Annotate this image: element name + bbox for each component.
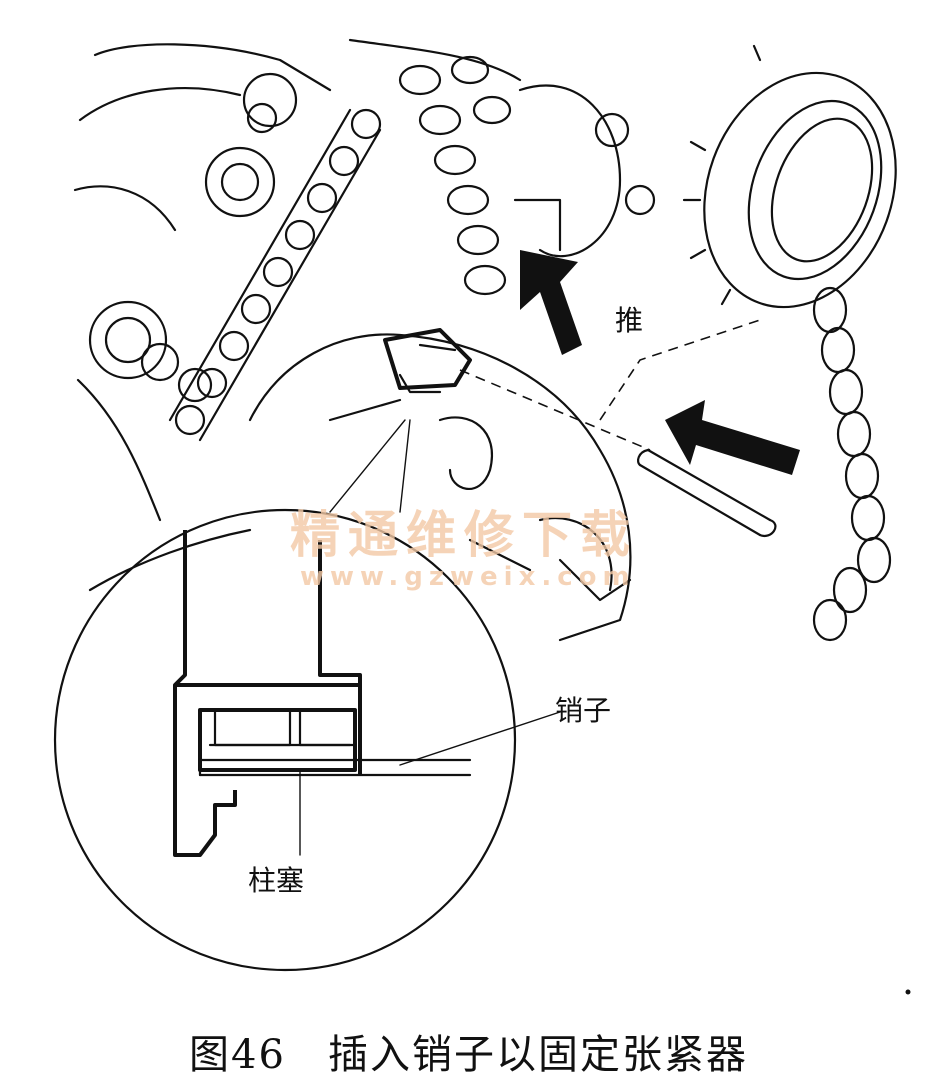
push-arrow-up (520, 250, 582, 355)
pin-insertion-path (459, 369, 651, 451)
plunger-label: 柱塞 (248, 864, 304, 897)
tensioner-diagram: 推 销子 柱塞 精通维修下载 www.gzweix.com (53, 38, 911, 995)
pin-label: 销子 (555, 694, 611, 727)
camshaft-pulley (682, 44, 897, 309)
pin-tool (637, 448, 777, 538)
speck (905, 989, 911, 995)
engine-illustration (73, 38, 897, 642)
figure-caption: 图46 插入销子以固定张紧器 (189, 1032, 748, 1078)
detail-magnifier (53, 508, 561, 972)
plunger-detail (198, 708, 357, 772)
watermark-title: 精通维修下载 (290, 506, 638, 564)
timing-chain-center (398, 55, 512, 296)
timing-chain-left (168, 108, 382, 442)
watermark-url: www.gzweix.com (300, 562, 636, 592)
pin-detail (198, 758, 472, 777)
timing-chain-right (812, 286, 892, 642)
tensioner-body (383, 328, 472, 394)
push-arrow-left (665, 400, 800, 475)
push-label: 推 (615, 304, 643, 337)
